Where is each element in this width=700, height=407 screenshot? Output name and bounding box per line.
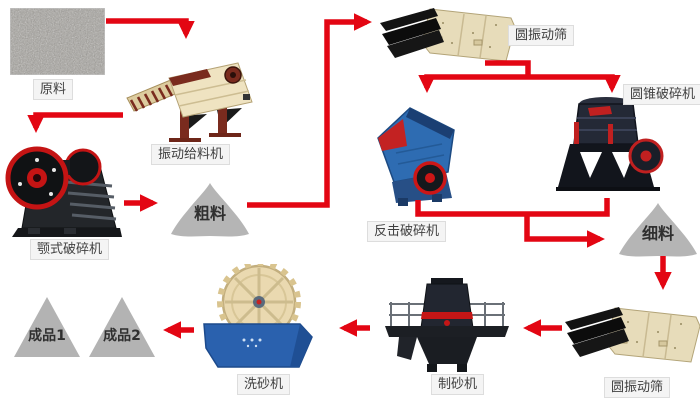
screen2-deck-1 [565, 307, 623, 330]
arrow-merge-to-fine [524, 214, 605, 248]
label-vibrating-screen-top: 圆振动筛 [508, 25, 575, 46]
vibrating-screen-top-image [380, 8, 516, 62]
fine-material-text: 细料 [641, 224, 675, 243]
vibrating-feeder-image [126, 62, 253, 142]
arrow-screen-to-impact [418, 74, 528, 93]
vibrating-screen-bottom-image [565, 307, 700, 363]
product-2-text: 成品2 [103, 328, 141, 344]
product-1-triangle [14, 297, 80, 357]
sand-maker-image [385, 278, 509, 372]
sand-maker-hopper [417, 337, 477, 364]
arrow-coarse-to-screen [247, 13, 372, 208]
impact-red-chute [378, 119, 407, 151]
screen-deck-3 [387, 30, 444, 58]
label-impact-crusher: 反击破碎机 [367, 221, 447, 242]
impact-crusher-image [377, 107, 455, 206]
label-sand-maker: 制砂机 [431, 374, 485, 395]
screen-deck-1 [380, 8, 438, 31]
screen2-deck-2 [567, 317, 626, 344]
arrow-screen-to-cone [528, 74, 621, 93]
jaw-crusher-image [5, 146, 122, 237]
label-vibrating-screen-bottom: 圆振动筛 [604, 377, 671, 398]
label-vibrating-feeder: 振动给料机 [151, 144, 231, 165]
product-1-text: 成品1 [28, 328, 66, 344]
raw-material-image [10, 8, 105, 75]
jaw-flywheel-rear [64, 148, 102, 186]
screen2-deck-3 [572, 329, 629, 357]
product-2-triangle [89, 297, 155, 357]
coarse-material-pile [171, 183, 249, 237]
label-cone-crusher: 圆锥破碎机 [623, 84, 700, 105]
label-jaw-crusher: 颚式破碎机 [30, 239, 110, 260]
fine-material-pile [619, 203, 697, 257]
label-raw-material: 原料 [33, 79, 74, 100]
sand-maker-red-stripe [421, 312, 473, 319]
screen-deck-2 [382, 18, 441, 45]
cone-crusher-image [556, 97, 664, 191]
arrow-feeder-to-jawcrusher [27, 112, 123, 133]
coarse-material-text: 粗料 [193, 204, 227, 223]
cone-red-cap [588, 106, 612, 116]
arrow-rawmaterial-to-feeder [106, 18, 195, 39]
sand-maker-deck [385, 326, 509, 337]
label-sand-washer: 洗砂机 [237, 374, 291, 395]
feeder-top-band [169, 69, 211, 86]
sand-washer-image [203, 264, 313, 368]
